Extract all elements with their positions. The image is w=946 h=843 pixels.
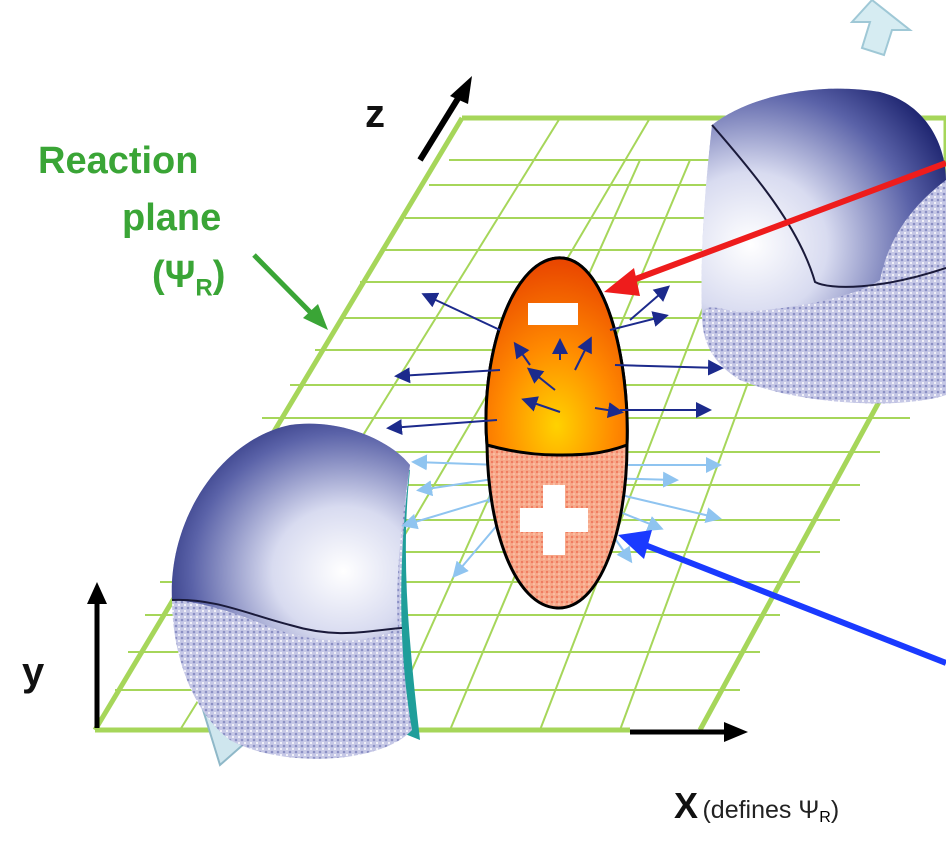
left-nucleus xyxy=(171,423,420,767)
reaction-plane-pointer xyxy=(252,253,328,330)
reaction-plane-border xyxy=(92,115,946,733)
x-letter: X xyxy=(674,785,699,826)
red-pointer-arrow xyxy=(604,160,946,296)
x-note-pre: (defines Ψ xyxy=(702,796,820,824)
participant-zone xyxy=(484,256,629,610)
x-note-post: ) xyxy=(830,796,840,824)
y-axis xyxy=(87,582,107,728)
minus-sign xyxy=(528,303,578,325)
x-axis xyxy=(630,722,748,742)
y-axis-label: y xyxy=(22,650,45,694)
psi-close-paren: ) xyxy=(212,254,226,296)
plus-sign xyxy=(520,485,588,555)
z-axis-label: z xyxy=(365,92,385,136)
x-axis-label: X (defines ΨR) xyxy=(674,785,839,827)
psi-symbol: (Ψ xyxy=(152,254,196,296)
right-nucleus xyxy=(701,0,946,404)
in-plane-arrows-upper xyxy=(386,285,724,436)
z-axis xyxy=(417,76,472,162)
psi-subscript: R xyxy=(195,274,213,302)
x-note-sub: R xyxy=(819,809,831,827)
reaction-label-line1: Reaction xyxy=(38,140,199,182)
reaction-label-line2: plane xyxy=(122,197,222,239)
reaction-label-line3: (ΨR) xyxy=(152,254,225,303)
blue-pointer-arrow xyxy=(618,530,946,666)
